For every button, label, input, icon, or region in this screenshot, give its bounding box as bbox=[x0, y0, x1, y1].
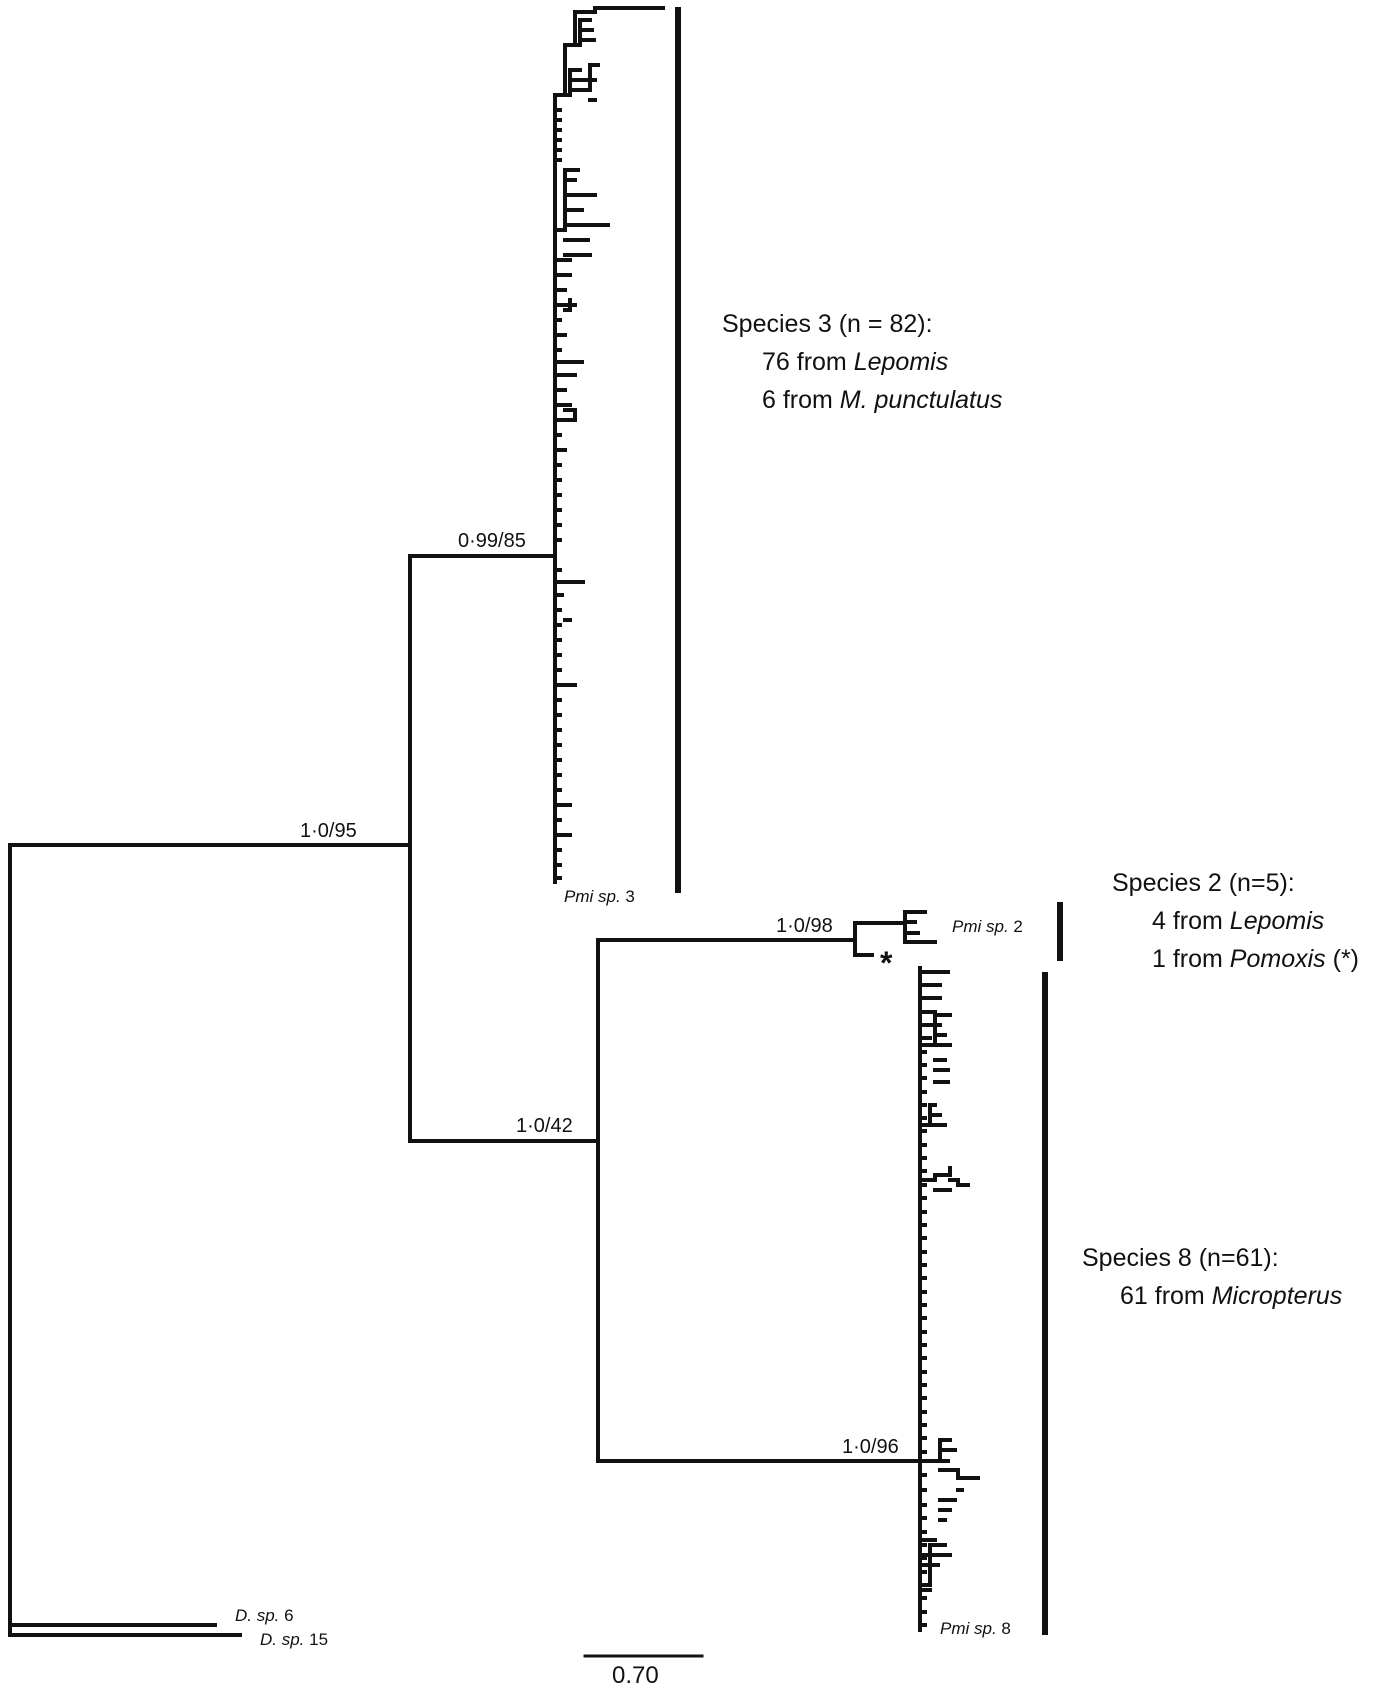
species8-title: Species 8 (n=61): bbox=[1082, 1244, 1279, 1272]
node-support-species2: 1·0/98 bbox=[776, 915, 833, 937]
species8-tips bbox=[918, 970, 950, 1627]
tip-label-d-sp6: D. sp. 6 bbox=[235, 1606, 294, 1625]
tip-label-species2: Pmi sp. 2 bbox=[952, 917, 1023, 936]
node-support-sp2-sp8: 1·0/42 bbox=[516, 1115, 573, 1137]
species3-tips bbox=[553, 108, 585, 880]
species8-line1: 61 from Micropterus bbox=[1120, 1282, 1343, 1310]
asterisk-marker: * bbox=[880, 945, 893, 981]
species3-title: Species 3 (n = 82): bbox=[722, 310, 933, 338]
species3-annotation: Species 3 (n = 82): 76 from Lepomis 6 fr… bbox=[722, 305, 1002, 419]
species8-subclade-2 bbox=[918, 1103, 947, 1127]
species8-subclade-6 bbox=[918, 1543, 952, 1587]
tip-label-d-sp15: D. sp. 15 bbox=[260, 1630, 329, 1649]
species8-subclade-4 bbox=[918, 1438, 980, 1522]
species2-subclade bbox=[853, 910, 937, 944]
node-support-species3: 0·99/85 bbox=[458, 530, 526, 552]
tip-label-species3: Pmi sp. 3 bbox=[564, 887, 635, 906]
species8-subclade-3 bbox=[918, 1166, 970, 1192]
tree-branches bbox=[8, 6, 1063, 1658]
scale-bar-label: 0.70 bbox=[612, 1662, 659, 1689]
species2-line1: 4 from Lepomis bbox=[1152, 907, 1325, 935]
species2-title: Species 2 (n=5): bbox=[1112, 869, 1295, 897]
species3-subclade-stem bbox=[553, 6, 665, 97]
species8-annotation: Species 8 (n=61): 61 from Micropterus bbox=[1082, 1239, 1342, 1315]
species3-subclade-2 bbox=[553, 168, 597, 232]
species8-subclade-1 bbox=[918, 1013, 952, 1084]
node-support-species8: 1·0/96 bbox=[842, 1436, 899, 1458]
species2-line2: 1 from Pomoxis (*) bbox=[1152, 945, 1359, 973]
species8-subclade-5 bbox=[918, 1538, 950, 1592]
species3-line2: 6 from M. punctulatus bbox=[762, 386, 1003, 414]
node-support-root: 1·0/95 bbox=[300, 820, 357, 842]
tip-label-species8: Pmi sp. 8 bbox=[940, 1619, 1011, 1638]
species2-annotation: Species 2 (n=5): 4 from Lepomis 1 from P… bbox=[1112, 864, 1359, 978]
species3-line1: 76 from Lepomis bbox=[762, 348, 949, 376]
